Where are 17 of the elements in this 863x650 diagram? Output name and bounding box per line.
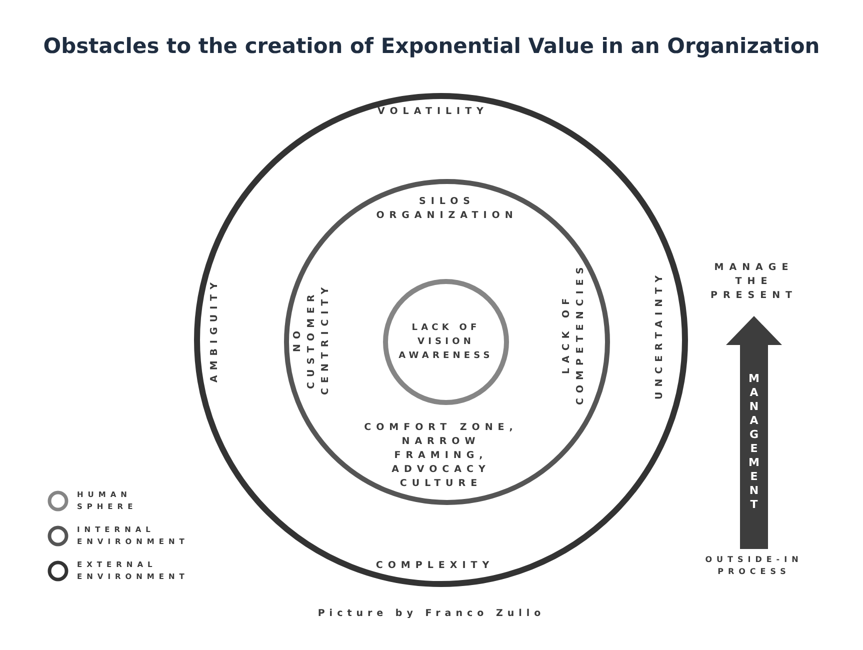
middle-ring: [284, 179, 610, 505]
diagram-title: Obstacles to the creation of Exponential Value in an Organization: [42, 34, 821, 58]
side-label: MANAGE THE PRESENT: [709, 261, 799, 303]
ring-label: AMBIGUITY: [208, 278, 221, 382]
ring-label: NO CUSTOMER CENTRICITY: [291, 282, 332, 398]
side-label: OUTSIDE-IN PROCESS: [704, 554, 804, 578]
ring-label: UNCERTAINTY: [653, 270, 666, 400]
ring-label: COMPLEXITY: [374, 559, 496, 573]
outer-ring: [194, 93, 688, 587]
arrow-label: MANAGEMENT: [748, 372, 760, 512]
ring-label: COMFORT ZONE, NARROW FRAMING, ADVOCACY CULTURE: [363, 421, 519, 491]
ring-label: SILOS ORGANIZATION: [375, 195, 519, 223]
picture-credit: Picture by Franco Zullo: [316, 607, 546, 621]
ring-label: LACK OF COMPETENCIES: [560, 262, 587, 408]
inner-ring: [383, 279, 509, 405]
ring-label: VOLATILITY: [376, 105, 490, 119]
ring-label: LACK OF VISION AWARENESS: [398, 322, 494, 363]
